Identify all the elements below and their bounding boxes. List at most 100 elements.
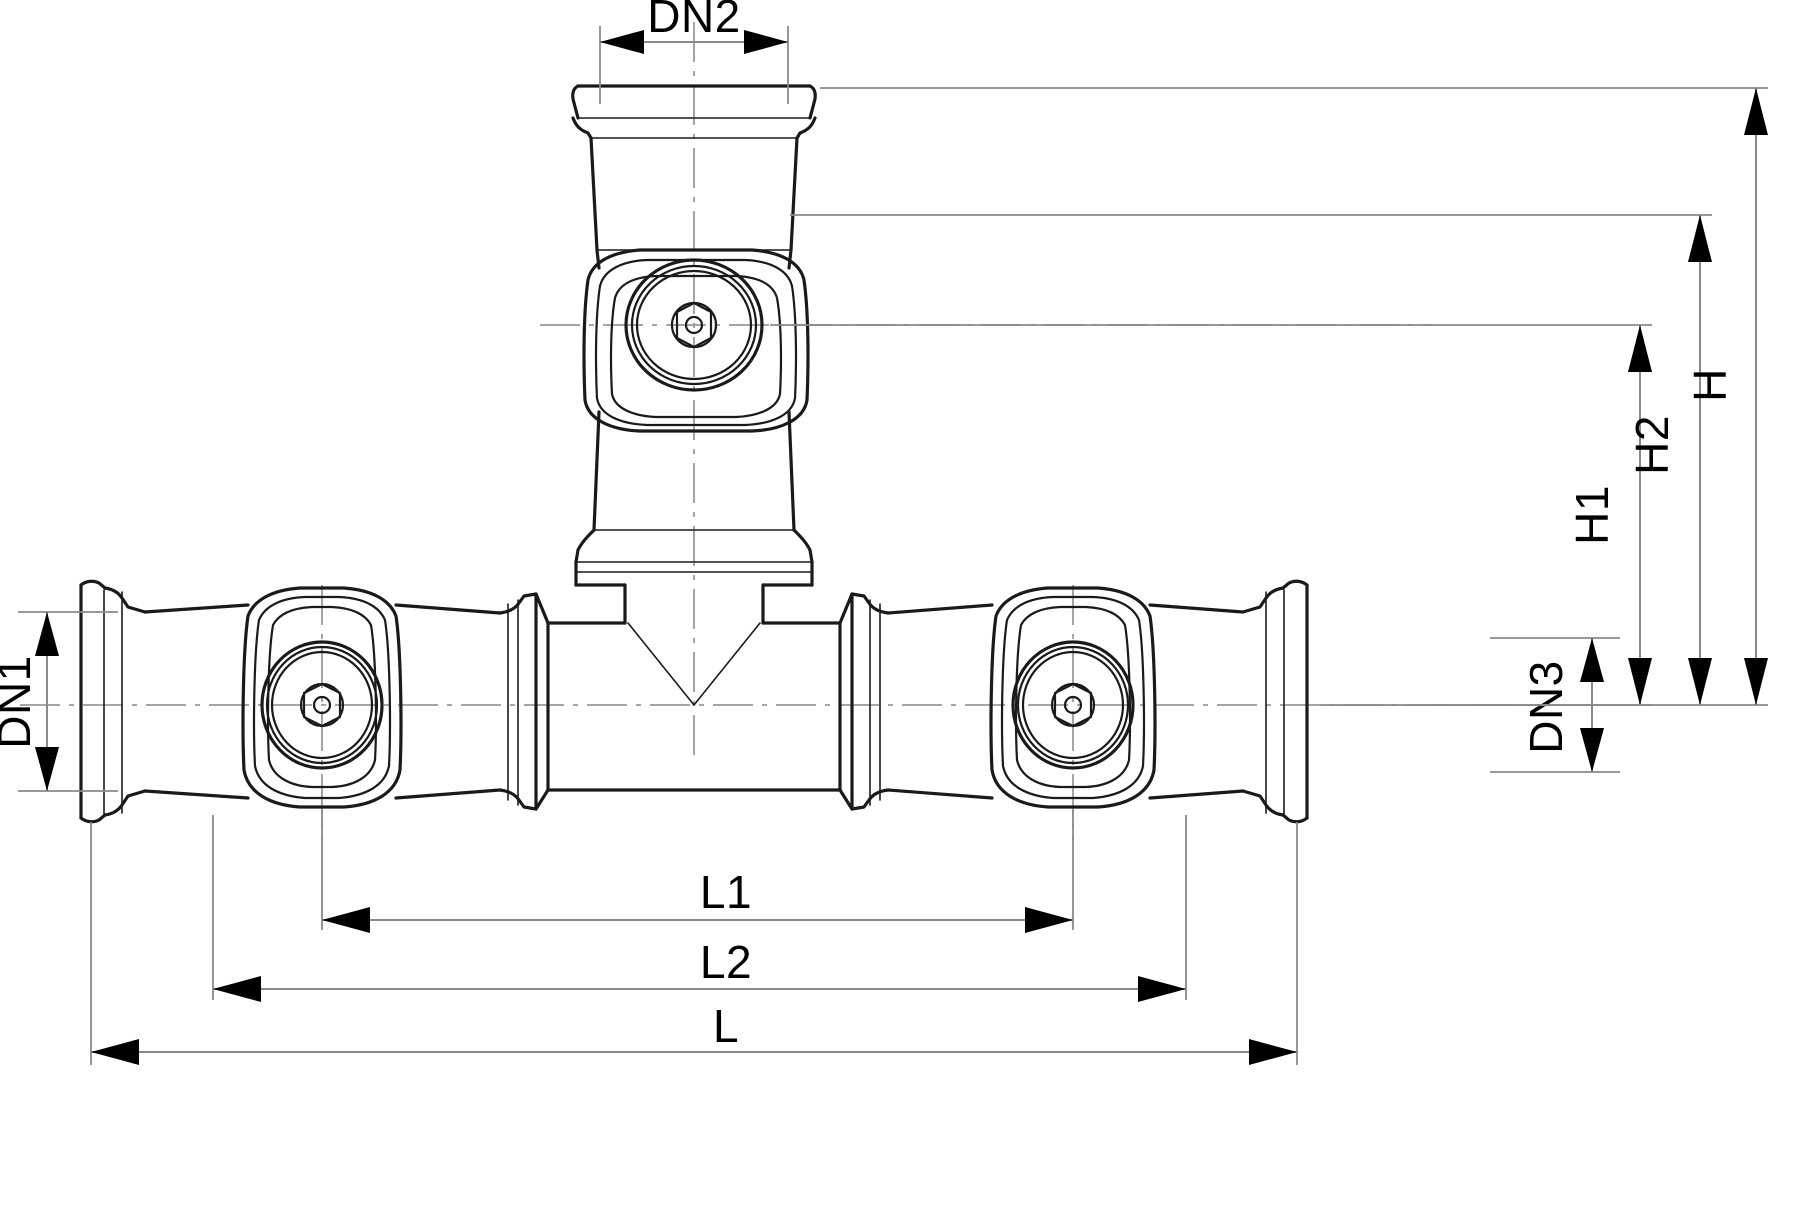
branch-barrel-right-wall xyxy=(789,136,799,252)
dn3-arrow-top xyxy=(1580,638,1604,682)
h1-label: H1 xyxy=(1566,485,1618,545)
left-barrel-top xyxy=(143,603,250,614)
left-inner-barrel-bottom xyxy=(394,788,502,800)
right-end-rim-curl-bottom xyxy=(1281,813,1309,824)
left-press-ring xyxy=(241,586,403,809)
right-end-rim-curl xyxy=(1281,579,1309,590)
right-inner-barrel-top xyxy=(886,603,994,615)
h2-label: H2 xyxy=(1626,415,1678,475)
dimension-l: L xyxy=(90,822,1298,1065)
branch-bead-right xyxy=(795,116,817,140)
l2-label: L2 xyxy=(700,936,752,988)
left-step-top xyxy=(498,592,538,615)
l-arrow-right xyxy=(1249,1039,1297,1065)
left-bead-top xyxy=(103,586,147,614)
dimension-h: H xyxy=(820,87,1768,706)
left-barrel-bottom xyxy=(143,789,250,800)
press-ring-hub-circle xyxy=(670,301,718,349)
dn1-label: DN1 xyxy=(0,655,40,749)
right-ring-bore xyxy=(1063,695,1083,715)
left-end-rim-curl xyxy=(79,579,107,590)
dn2-arrow-right xyxy=(744,30,788,54)
right-press-ring-second-shell xyxy=(1000,595,1146,800)
right-inner-barrel-bottom xyxy=(886,788,994,800)
dn2-label: DN2 xyxy=(647,0,741,42)
press-ring-outer-shell xyxy=(582,248,810,433)
right-bead-bottom xyxy=(1241,789,1285,817)
press-ring-outer-circle xyxy=(624,258,764,392)
right-step-top xyxy=(850,592,890,615)
tee-internal-v-chamfer xyxy=(627,622,761,706)
branch-lower-right-wall xyxy=(787,410,796,532)
left-run xyxy=(79,579,550,824)
h1-arrow-top xyxy=(1628,325,1652,372)
dn3-label: DN3 xyxy=(1520,660,1572,754)
dimension-dn2: DN2 xyxy=(599,0,789,104)
right-step-bottom xyxy=(850,788,890,811)
left-press-ring-outer-shell xyxy=(241,586,403,809)
right-press-ring-outer-shell xyxy=(989,586,1157,809)
right-ring-mid-circle xyxy=(1016,645,1130,765)
right-ring-outer-circle xyxy=(1011,640,1135,770)
left-ring-outer-circle xyxy=(260,640,384,770)
h-arrow-bottom xyxy=(1744,658,1768,705)
dimension-h1: H1 xyxy=(770,324,1652,706)
branch-rim-left-curl xyxy=(571,84,580,120)
right-ring-inner-circle xyxy=(1021,650,1125,760)
h2-arrow-bottom xyxy=(1688,658,1712,705)
branch-barrel-left-wall xyxy=(589,136,599,252)
l2-arrow-right xyxy=(1138,976,1186,1002)
press-ring-bore xyxy=(684,315,704,335)
dimension-h2: H2 xyxy=(790,214,1712,705)
right-press-ring xyxy=(989,586,1157,809)
l1-label: L1 xyxy=(700,866,752,918)
branch-socket-bottom xyxy=(574,410,814,625)
dimension-l1: L1 xyxy=(321,810,1074,933)
h-label: H xyxy=(1684,368,1736,402)
l-label: L xyxy=(713,1000,739,1052)
press-ring-third-shell xyxy=(609,274,783,419)
l-arrow-left xyxy=(91,1039,139,1065)
press-ring-inner-circle xyxy=(635,269,753,381)
dimension-l2: L2 xyxy=(212,815,1187,1002)
dn3-arrow-bottom xyxy=(1580,728,1604,772)
branch-lower-left-wall xyxy=(592,410,601,532)
left-ring-hub-circle xyxy=(299,682,345,728)
press-ring-mid-circle xyxy=(630,264,758,386)
l1-arrow-right xyxy=(1025,907,1073,933)
left-press-ring-third-shell xyxy=(266,605,378,789)
branch-lower-flange-left xyxy=(574,528,596,564)
right-press-ring-third-shell xyxy=(1014,605,1132,789)
left-end-rim-curl-bottom xyxy=(79,813,107,824)
left-ring-bore xyxy=(312,695,332,715)
dn2-arrow-left xyxy=(600,30,644,54)
right-barrel-top xyxy=(1148,603,1245,614)
right-socket-to-tee-bottom xyxy=(838,788,854,811)
h1-arrow-bottom xyxy=(1628,658,1652,705)
branch-lower-flange-right xyxy=(792,528,814,564)
right-bead-top xyxy=(1241,586,1285,614)
branch-bead-left xyxy=(571,116,593,140)
branch-press-ring xyxy=(582,248,810,433)
left-bead-bottom xyxy=(103,789,147,817)
left-press-ring-second-shell xyxy=(252,595,392,800)
h-arrow-top xyxy=(1744,88,1768,135)
dn1-arrow-bottom xyxy=(35,747,59,791)
right-barrel-bottom xyxy=(1148,789,1245,800)
left-ring-mid-circle xyxy=(265,645,379,765)
press-ring-second-shell xyxy=(594,258,798,427)
l2-arrow-left xyxy=(213,976,261,1002)
branch-rim-right-curl xyxy=(808,84,817,120)
left-inner-barrel-top xyxy=(394,603,502,615)
dn1-arrow-top xyxy=(35,612,59,656)
right-run xyxy=(838,579,1309,824)
h2-arrow-top xyxy=(1688,215,1712,262)
left-socket-to-tee-bottom xyxy=(534,788,550,811)
left-ring-inner-circle xyxy=(270,650,374,760)
right-ring-hub-circle xyxy=(1050,682,1096,728)
l1-arrow-left xyxy=(322,907,370,933)
left-step-bottom xyxy=(498,788,538,811)
left-socket-to-tee-top xyxy=(534,592,550,625)
